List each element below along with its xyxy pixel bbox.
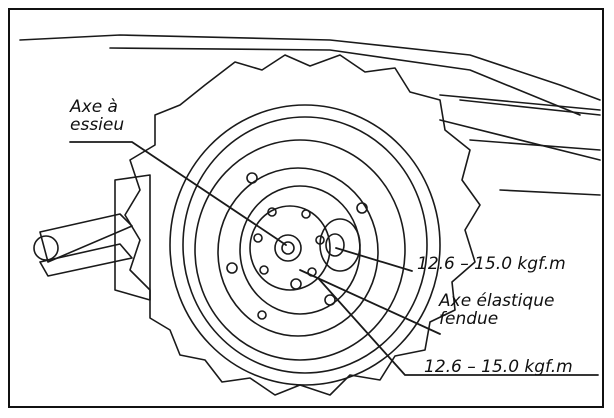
chassis-line-2 xyxy=(469,139,601,151)
label-axle-line1: Axe à xyxy=(70,97,118,117)
leader-pin xyxy=(299,269,441,335)
leader-torque-bottom xyxy=(317,277,599,376)
hub xyxy=(249,205,331,291)
rim-bolt xyxy=(246,172,258,184)
rim-bolt xyxy=(356,202,368,214)
label-torque-top: 12.6 – 15.0 kgf.m xyxy=(417,254,566,274)
rim-bolt xyxy=(324,294,336,306)
label-axle: Axe à essieu xyxy=(70,98,124,134)
chassis-line xyxy=(439,94,601,111)
leader-torque-top xyxy=(335,247,413,272)
tire-tread xyxy=(124,54,481,396)
label-split-pin-line1: Axe élastique xyxy=(439,291,555,311)
hub-bolt xyxy=(290,278,302,290)
label-torque-bottom: 12.6 – 15.0 kgf.m xyxy=(424,357,573,377)
axle-center xyxy=(274,234,302,262)
diagram-frame xyxy=(8,8,604,408)
hub-bolt xyxy=(259,265,269,275)
fender-inner xyxy=(109,47,581,116)
rim-bolt xyxy=(226,262,238,274)
hub-bolt xyxy=(301,209,311,219)
fender-outline xyxy=(19,34,601,101)
rim-inner xyxy=(217,167,379,337)
label-split-pin-line2: fendue xyxy=(439,309,499,329)
hub-bolt xyxy=(267,207,277,217)
pin-disc xyxy=(319,218,361,272)
leader-axle xyxy=(69,141,287,246)
rim-outer xyxy=(194,139,406,361)
hitch-arm-2 xyxy=(39,243,133,277)
label-axle-line2: essieu xyxy=(70,115,125,135)
rim-bolt xyxy=(257,310,267,320)
frame-diag-2 xyxy=(459,99,601,116)
frame-diag xyxy=(439,119,601,161)
label-split-pin: Axe élastique fendue xyxy=(439,292,554,328)
hub-bolt xyxy=(253,233,263,243)
chassis-line-3 xyxy=(499,189,601,196)
